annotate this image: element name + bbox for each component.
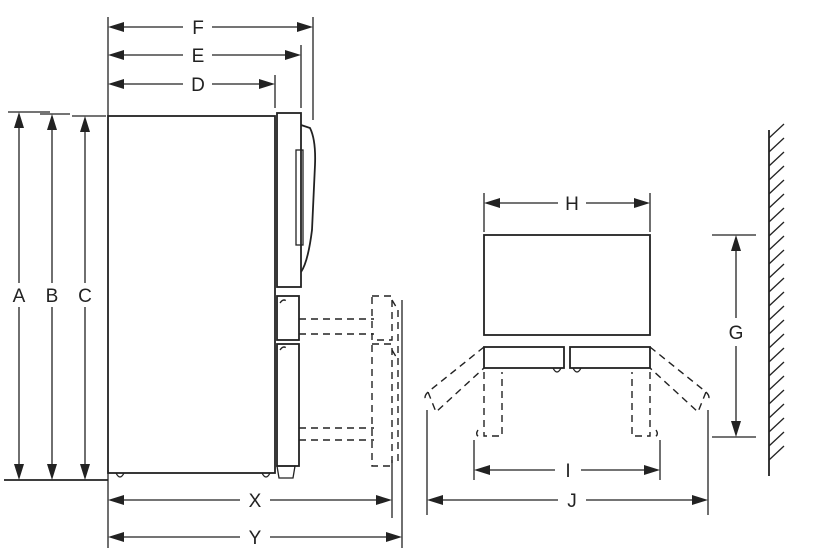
toe-grille: [276, 465, 296, 479]
top-view: [424, 123, 785, 515]
rear-foot: [115, 472, 125, 478]
door-handle-mount: [295, 149, 304, 246]
door-handle: [300, 124, 317, 273]
label-d: D: [191, 75, 205, 96]
left-door-closed: [483, 346, 565, 369]
dimension-labels: A B C F E D X Y H I J G: [13, 18, 744, 548]
label-a: A: [13, 286, 26, 307]
top-view-cabinet: [483, 234, 651, 336]
label-c: C: [78, 286, 92, 307]
open-drawers-dashed: [279, 295, 399, 467]
label-b: B: [46, 286, 59, 307]
horizontal-dimensions-top: [107, 17, 314, 120]
label-e: E: [192, 46, 205, 67]
label-g: G: [729, 323, 744, 344]
label-y: Y: [249, 528, 262, 548]
cabinet-body: [107, 115, 276, 474]
door-swing-dashed: [424, 346, 710, 439]
wall-hatch: [768, 123, 785, 476]
lower-drawer-front: [276, 343, 300, 467]
label-x: X: [249, 491, 262, 512]
upper-door: [276, 112, 302, 288]
front-foot: [261, 472, 271, 478]
horizontal-dimensions-bottom: [107, 300, 403, 548]
label-h: H: [565, 194, 579, 215]
label-i: I: [565, 461, 570, 482]
label-f: F: [192, 18, 204, 39]
right-door-closed: [569, 346, 651, 369]
side-view: [4, 17, 403, 548]
middle-drawer-front: [276, 295, 300, 341]
label-j: J: [567, 491, 577, 512]
vertical-dimensions: [4, 111, 108, 481]
